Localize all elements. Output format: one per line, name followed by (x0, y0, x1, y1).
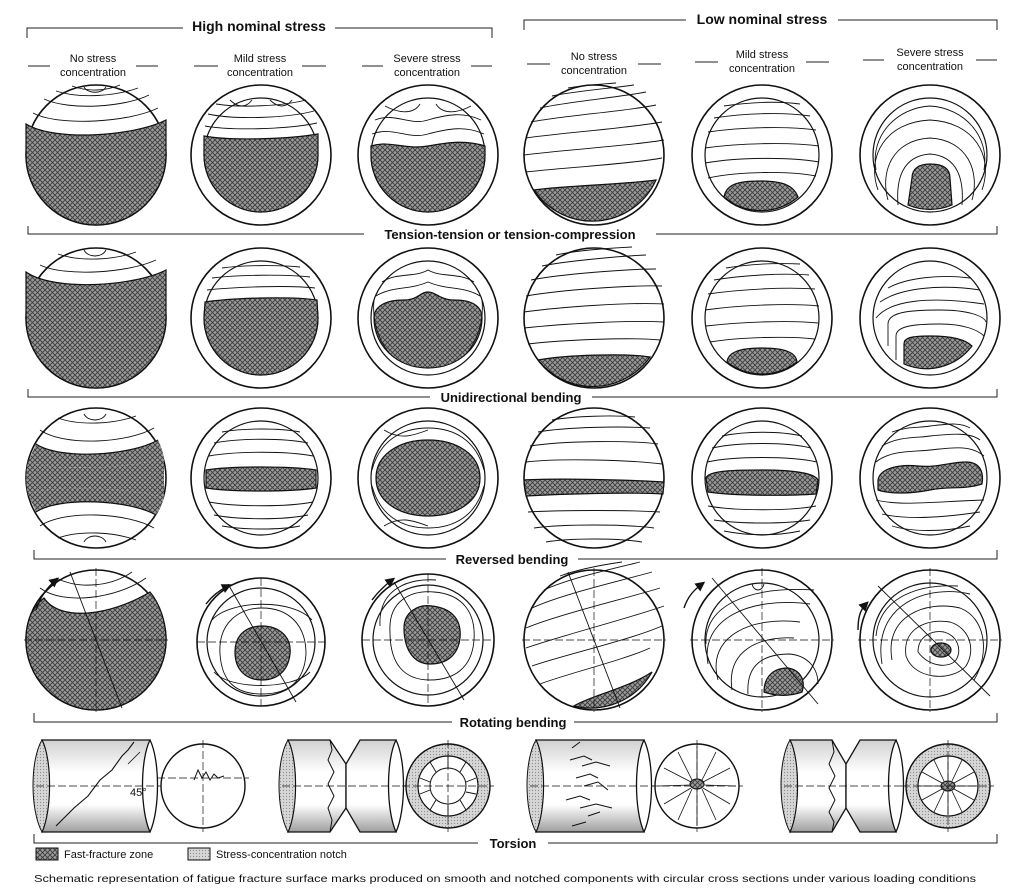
specimen-reversed-5 (691, 407, 833, 549)
legend: Fast-fracture zone Stress-concentration … (35, 847, 347, 861)
torsion-section-1 (157, 740, 249, 832)
torsion-shaft-4 (780, 738, 906, 834)
column-header-1-line1: No stress (70, 53, 117, 65)
specimen-reversed-1 (25, 407, 167, 549)
band-unidirectional-label: Unidirectional bending (441, 390, 582, 405)
legend-notch-label: Stress-concentration notch (216, 849, 347, 861)
column-header-4-line2: concentration (561, 65, 627, 77)
specimen-reversed-4 (523, 407, 665, 549)
specimen-rotating-2 (196, 577, 326, 707)
band-reversed: Reversed bending (33, 550, 998, 567)
column-header-5-line1: Mild stress (736, 49, 789, 61)
column-header-6-line2: concentration (897, 61, 963, 73)
specimen-tension-5 (691, 84, 833, 226)
column-header-3-line2: concentration (394, 67, 460, 79)
specimen-rotating-6 (857, 568, 1002, 712)
row-unidirectional-bending: Unidirectional bending (25, 246, 1001, 405)
specimen-tension-4 (523, 82, 665, 226)
specimen-rotating-1 (24, 568, 168, 712)
specimen-rotating-5 (683, 568, 834, 712)
column-headers: No stress concentration Mild stress conc… (28, 47, 997, 79)
band-tension-label: Tension-tension or tension-compression (384, 227, 635, 242)
angle-45-label: 45° (130, 787, 147, 799)
column-header-2-line2: concentration (227, 67, 293, 79)
band-rotating-label: Rotating bending (460, 715, 567, 730)
figure-caption: Schematic representation of fatigue frac… (34, 873, 976, 885)
column-header-5-line2: concentration (729, 63, 795, 75)
specimen-tension-3 (357, 84, 499, 226)
column-header-1: No stress concentration (28, 53, 158, 79)
column-header-6: Severe stress concentration (863, 47, 997, 73)
specimen-reversed-2 (190, 407, 332, 549)
band-reversed-label: Reversed bending (456, 552, 569, 567)
band-torsion-label: Torsion (490, 836, 537, 851)
header-high-nominal-stress: High nominal stress (26, 18, 493, 38)
specimen-rotating-4 (522, 561, 666, 712)
band-torsion: Torsion (33, 834, 998, 851)
header-low-nominal-stress: Low nominal stress (523, 11, 998, 30)
row-tension: Tension-tension or tension-compression (25, 82, 1001, 242)
specimen-unidirectional-2 (190, 247, 332, 389)
specimen-unidirectional-3 (357, 247, 499, 389)
column-header-3: Severe stress concentration (362, 53, 492, 79)
column-header-4: No stress concentration (527, 51, 661, 77)
row-reversed-bending: Reversed bending (25, 407, 1001, 567)
torsion-shaft-1: 45° (32, 738, 166, 834)
column-header-2: Mild stress concentration (194, 53, 326, 79)
specimen-unidirectional-1 (25, 247, 167, 389)
high-nominal-stress-label: High nominal stress (192, 18, 326, 34)
row-rotating-bending: Rotating bending (24, 561, 1002, 730)
torsion-section-2 (402, 740, 494, 832)
specimen-unidirectional-5 (691, 247, 833, 389)
legend-fast-fracture-label: Fast-fracture zone (64, 849, 153, 861)
specimen-unidirectional-4 (523, 246, 665, 389)
specimen-unidirectional-6 (859, 247, 1001, 389)
row-torsion: 45° (32, 738, 998, 851)
specimen-tension-6 (859, 84, 1001, 226)
fast-fracture-swatch (35, 847, 59, 861)
column-header-3-line1: Severe stress (393, 53, 461, 65)
torsion-section-4 (902, 740, 994, 832)
column-header-2-line1: Mild stress (234, 53, 287, 65)
band-tension: Tension-tension or tension-compression (27, 226, 998, 242)
band-rotating: Rotating bending (33, 713, 998, 730)
notch-swatch (187, 847, 211, 861)
column-header-5: Mild stress concentration (695, 49, 829, 75)
specimen-tension-1 (25, 84, 167, 226)
specimen-tension-2 (190, 84, 332, 226)
specimen-reversed-3 (357, 407, 499, 549)
specimen-reversed-6 (859, 407, 1001, 549)
torsion-section-3 (651, 740, 743, 832)
column-header-6-line1: Severe stress (896, 47, 964, 59)
torsion-shaft-2 (278, 738, 406, 834)
torsion-shaft-3 (526, 738, 654, 834)
column-header-1-line2: concentration (60, 67, 126, 79)
specimen-rotating-3 (361, 573, 495, 707)
column-header-4-line1: No stress (571, 51, 618, 63)
low-nominal-stress-label: Low nominal stress (697, 11, 828, 27)
band-unidirectional: Unidirectional bending (27, 389, 998, 405)
